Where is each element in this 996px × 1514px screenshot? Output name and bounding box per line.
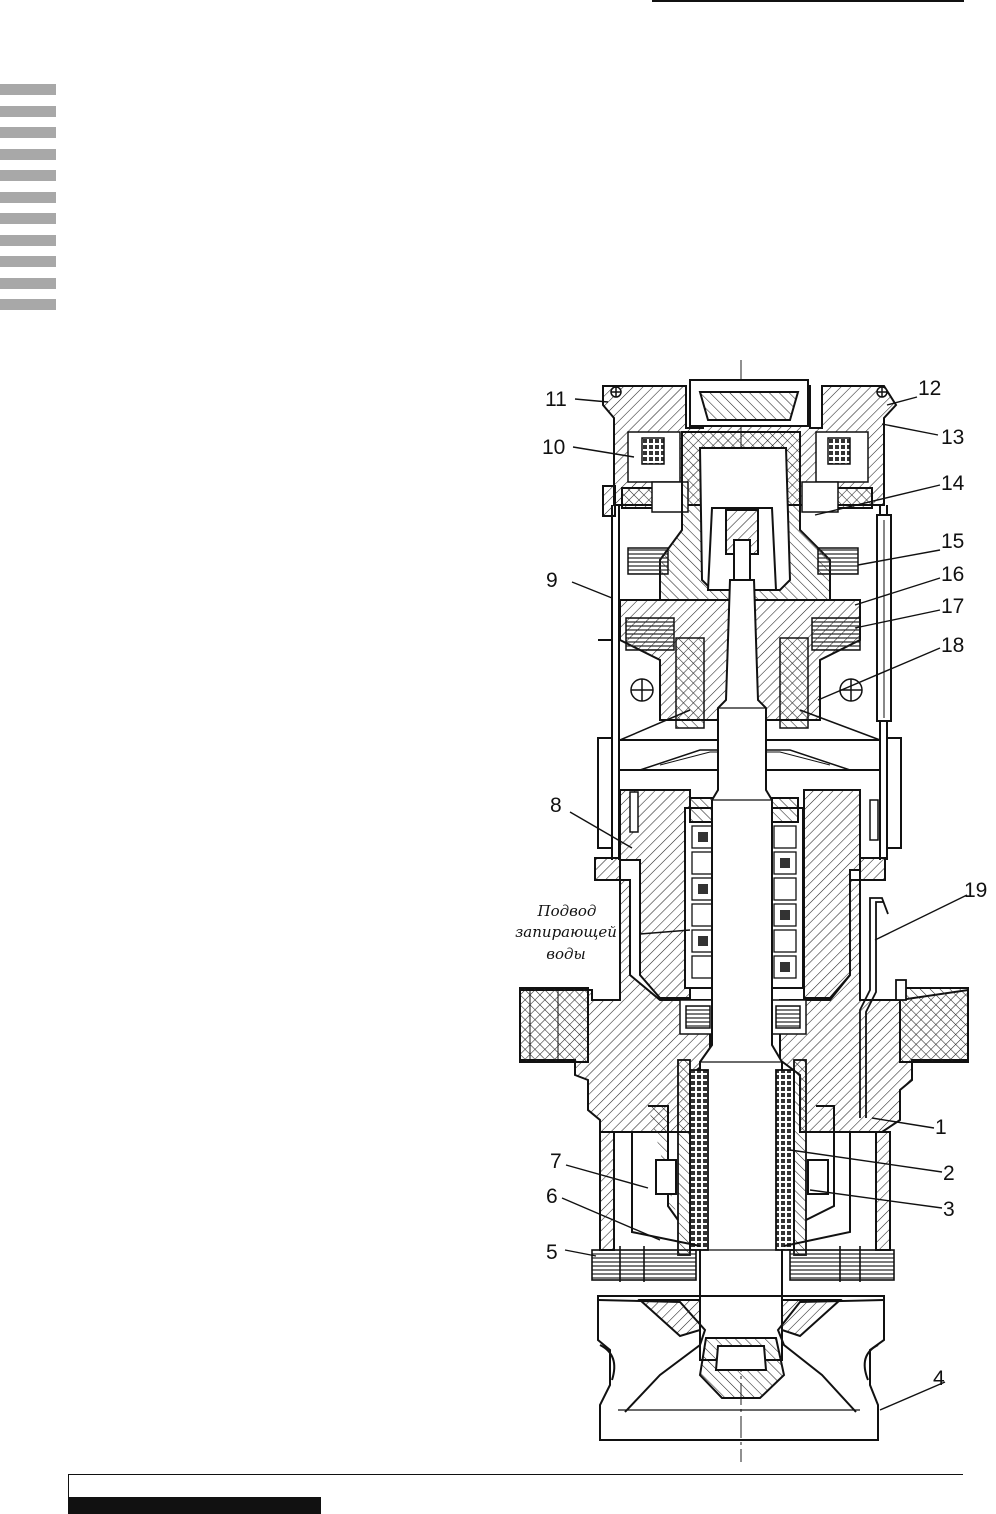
annotation-line-1: Подвод	[537, 902, 597, 920]
callout-7: 7	[550, 1150, 562, 1173]
callout-2: 2	[943, 1162, 955, 1185]
callout-12: 12	[918, 377, 941, 400]
callout-18: 18	[941, 634, 964, 657]
callout-19: 19	[964, 879, 987, 902]
callout-14: 14	[941, 472, 965, 495]
water-supply-annotation: Подвод запирающей воды	[515, 902, 617, 963]
footer-bar	[68, 1497, 321, 1514]
callout-10: 10	[542, 436, 565, 459]
callout-5: 5	[546, 1241, 558, 1264]
callout-8: 8	[550, 794, 562, 817]
callout-4: 4	[933, 1367, 945, 1390]
callout-6: 6	[546, 1185, 558, 1208]
callout-16: 16	[941, 563, 964, 586]
callout-3: 3	[943, 1198, 955, 1221]
footer-rule	[68, 1474, 963, 1475]
annotation-line-3: воды	[546, 945, 586, 963]
callout-17: 17	[941, 595, 964, 618]
callout-1: 1	[935, 1116, 947, 1139]
callout-13: 13	[941, 426, 964, 449]
annotation-line-2: запирающей	[515, 923, 617, 941]
callout-11: 11	[545, 388, 567, 411]
callout-9: 9	[546, 569, 558, 592]
callout-15: 15	[941, 530, 964, 553]
